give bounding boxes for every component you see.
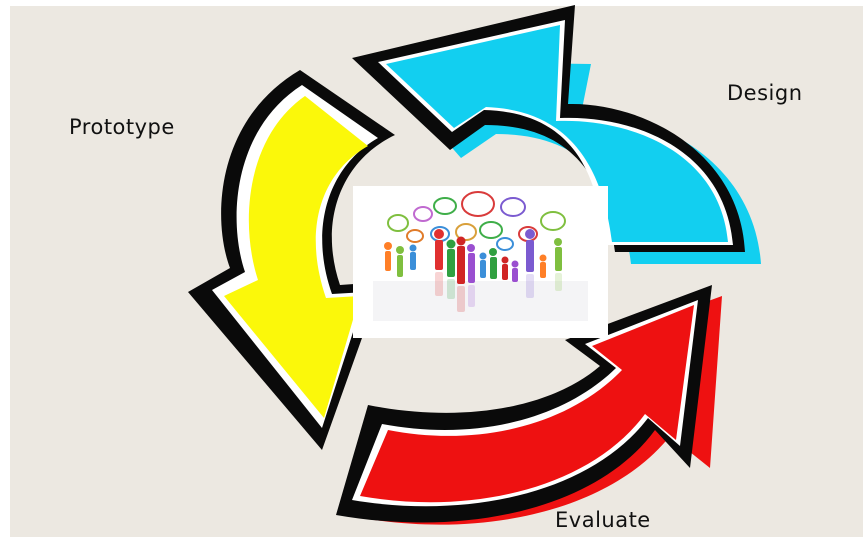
center-illustration [353, 186, 608, 338]
evaluate-stage-label: Evaluate [555, 508, 651, 532]
evaluate-arrow-body [360, 305, 694, 503]
design-arrow [352, 5, 761, 264]
prototype-stage-label: Prototype [69, 115, 175, 139]
design-arrow-body [386, 25, 728, 242]
prototype-arrow [188, 70, 395, 450]
design-stage-label: Design [727, 81, 803, 105]
evaluate-arrow [336, 285, 722, 525]
prototype-arrow-body [224, 96, 368, 418]
people-speech-bubbles-image [353, 186, 608, 338]
